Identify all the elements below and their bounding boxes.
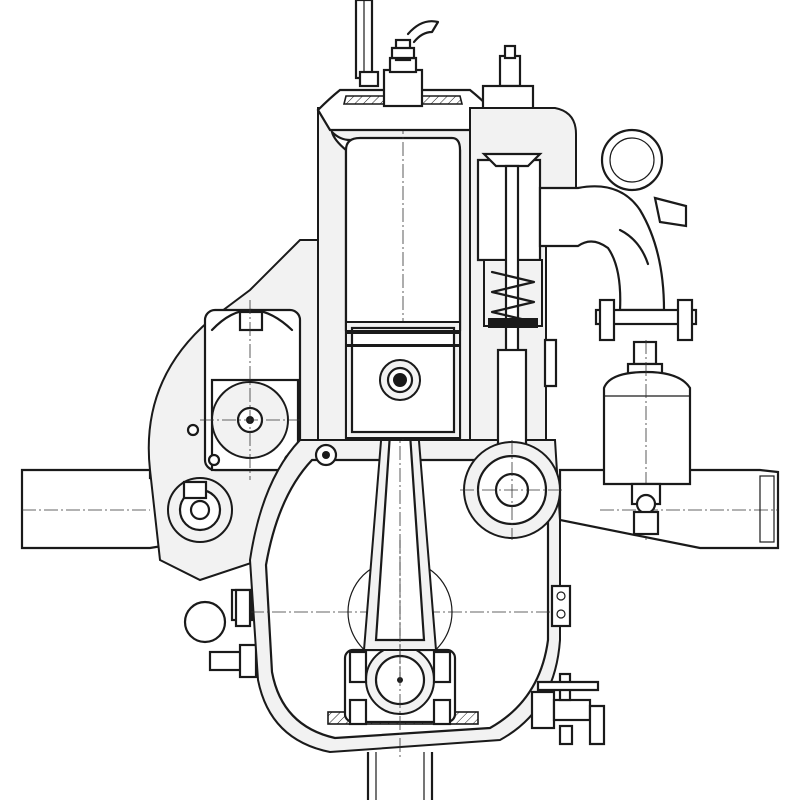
camshaft: [460, 440, 565, 540]
carburettor-float-chamber: [602, 340, 692, 540]
piston: [345, 321, 461, 439]
valve-spring: [488, 270, 538, 328]
top-pipe: [354, 0, 374, 80]
cylinder-head: [316, 20, 492, 132]
crankcase-bolts: [234, 584, 572, 628]
manifold-flange: [594, 298, 698, 342]
drain-cock: [530, 672, 606, 746]
breather: [314, 443, 338, 467]
